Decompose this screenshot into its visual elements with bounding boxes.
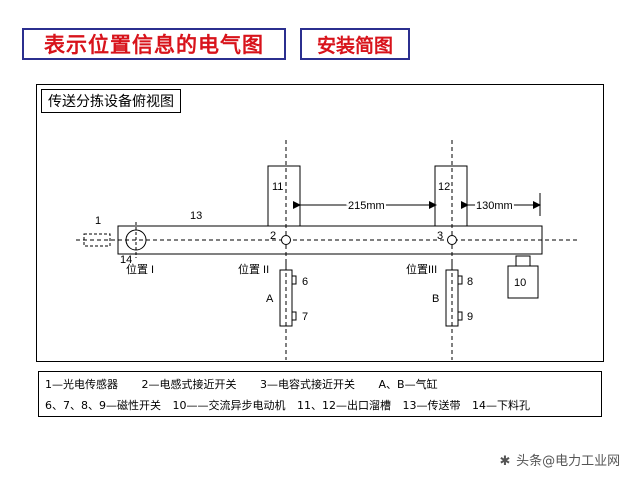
label-130: 130mm (476, 200, 513, 212)
legend-item: 6、7、8、9—磁性开关 (45, 399, 161, 412)
legend-item: A、B—气缸 (378, 378, 438, 391)
photoelectric-sensor (83, 233, 111, 247)
legend-item: 11、12—出口溜槽 (297, 399, 391, 412)
label-13: 13 (190, 210, 202, 222)
magnetic-switch-7 (291, 311, 297, 321)
label-12: 12 (438, 181, 450, 193)
label-14: 14 (120, 254, 132, 266)
label-10: 10 (514, 277, 526, 289)
label-8: 8 (467, 276, 473, 288)
legend-item: 2—电感式接近开关 (141, 378, 237, 391)
label-pos1: 位置 I (126, 262, 154, 276)
label-a: A (266, 293, 274, 305)
ac-motor (507, 265, 539, 299)
label-b: B (432, 293, 439, 305)
diagram-title: 传送分拣设备俯视图 (41, 89, 181, 113)
legend-row: 6、7、8、9—磁性开关 10——交流异步电动机 11、12—出口溜槽 13—传… (45, 397, 550, 413)
magnetic-switch-8 (457, 275, 463, 285)
watermark-text: 头条@电力工业网 (516, 454, 621, 469)
label-9: 9 (467, 311, 473, 323)
legend-box: 1—光电传感器 2—电感式接近开关 3—电容式接近开关 A、B—气缸 6、7、8… (38, 371, 602, 417)
legend-item: 14—下料孔 (472, 399, 530, 412)
legend-item: 1—光电传感器 (45, 378, 118, 391)
magnetic-switch-6 (291, 275, 297, 285)
legend-item: 13—传送带 (402, 399, 461, 412)
chute-12 (434, 165, 468, 227)
label-3: 3 (437, 230, 443, 242)
legend-row: 1—光电传感器 2—电感式接近开关 3—电容式接近开关 A、B—气缸 (45, 376, 458, 392)
motor-shaft (515, 255, 531, 267)
label-pos2: 位置 II (238, 262, 269, 276)
section-tag: 安装简图 (300, 28, 410, 60)
page-title: 表示位置信息的电气图 (22, 28, 286, 60)
label-1: 1 (95, 215, 101, 227)
label-215: 215mm (348, 200, 385, 212)
label-11: 11 (272, 181, 283, 193)
label-pos3: 位置III (406, 262, 437, 276)
label-7: 7 (302, 311, 308, 323)
chute-11 (267, 165, 301, 227)
capacitive-sensor (447, 235, 457, 245)
magnetic-switch-9 (457, 311, 463, 321)
diagram-frame: 传送分拣设备俯视图 (36, 84, 604, 362)
legend-item: 3—电容式接近开关 (260, 378, 355, 391)
watermark-icon: ✱ (499, 454, 511, 469)
label-2: 2 (270, 230, 276, 242)
watermark: ✱ 头条@电力工业网 (498, 450, 621, 469)
inductive-sensor (281, 235, 291, 245)
legend-item: 10——交流异步电动机 (172, 399, 286, 412)
label-6: 6 (302, 276, 308, 288)
